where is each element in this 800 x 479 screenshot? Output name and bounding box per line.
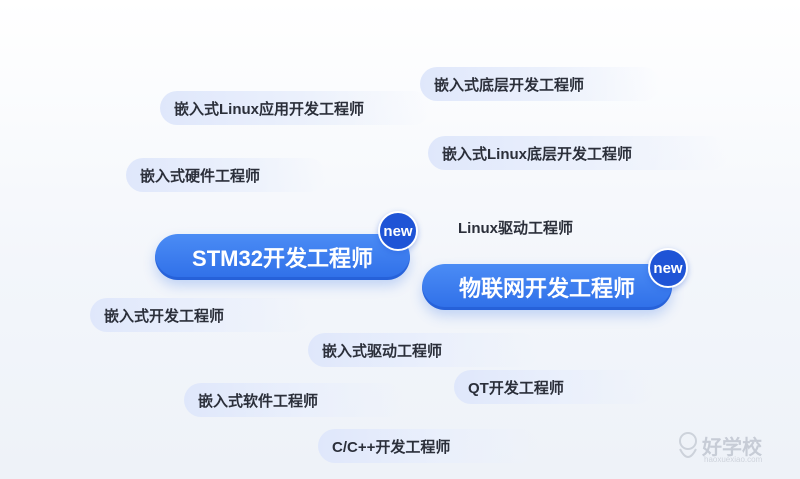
watermark-subtext: haoxuexiao.com <box>704 455 763 464</box>
featured-iot-dev: 物联网开发工程师 <box>422 264 672 310</box>
featured-stm32-dev: STM32开发工程师 <box>155 234 410 280</box>
tag-c-cpp-dev: C/C++开发工程师 <box>318 429 538 463</box>
tag-embedded-lowlevel-dev: 嵌入式底层开发工程师 <box>420 67 660 101</box>
tag-qt-dev: QT开发工程师 <box>454 370 654 404</box>
tag-embedded-dev: 嵌入式开发工程师 <box>90 298 310 332</box>
new-badge: new <box>648 248 688 288</box>
tag-embedded-hardware: 嵌入式硬件工程师 <box>126 158 326 192</box>
tag-embedded-software: 嵌入式软件工程师 <box>184 383 404 417</box>
tag-embedded-linux-app-dev: 嵌入式Linux应用开发工程师 <box>160 91 430 125</box>
watermark-text: 好学校 <box>702 437 762 459</box>
mascot-icon <box>679 432 697 458</box>
watermark-logo: 好学校 haoxuexiao.com <box>676 429 788 469</box>
tag-embedded-linux-lowlevel-dev: 嵌入式Linux底层开发工程师 <box>428 136 728 170</box>
tag-embedded-driver: 嵌入式驱动工程师 <box>308 333 538 367</box>
featured-iot-label: 物联网开发工程师 <box>458 276 635 301</box>
featured-stm32-label: STM32开发工程师 <box>192 246 373 271</box>
tag-linux-driver: Linux驱动工程师 <box>458 220 573 237</box>
new-badge: new <box>378 211 418 251</box>
